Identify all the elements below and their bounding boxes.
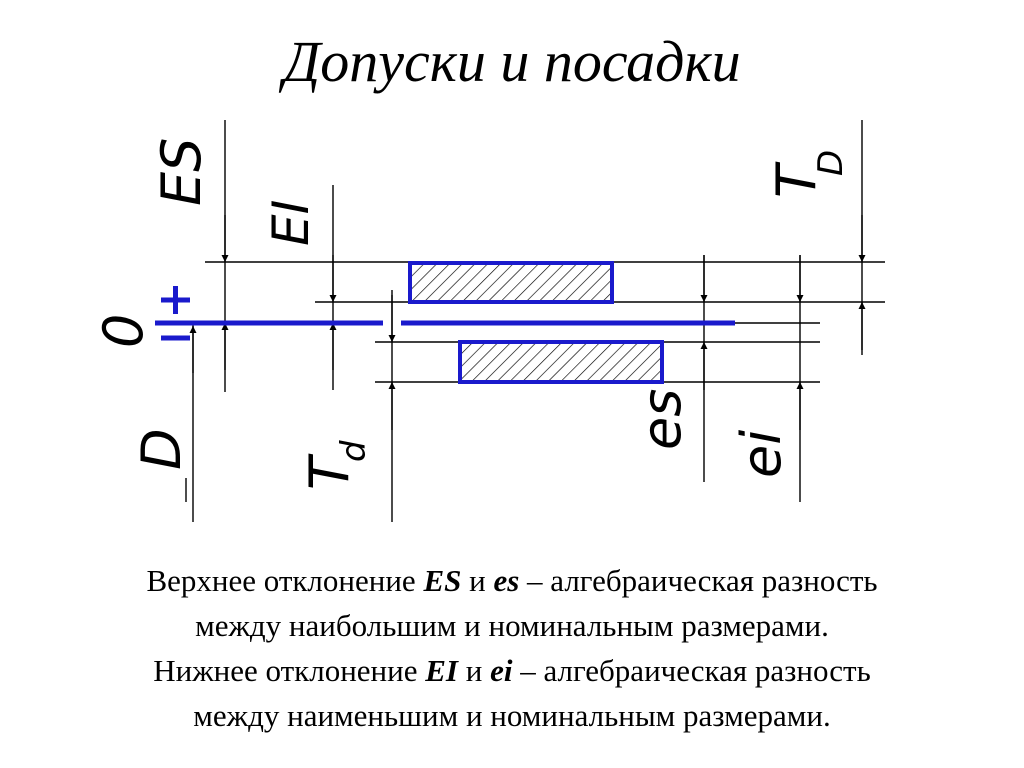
label-D: D	[130, 428, 193, 470]
label-TD-sub: D	[811, 150, 851, 176]
label-TD-T: T	[765, 161, 828, 198]
description-line-2: между наибольшим и номинальным размерами…	[195, 608, 829, 643]
label-Td-T: T	[298, 453, 361, 490]
description-line-1: Верхнее отклонение ES и es – алгебраичес…	[0, 558, 1024, 603]
page-title: Допуски и посадки	[283, 29, 741, 94]
text-and-2: и	[458, 653, 491, 688]
text-algebraic-difference-2: – алгебраическая разность	[512, 653, 871, 688]
hole-tolerance-zone	[408, 261, 614, 304]
term-ES: ES	[423, 563, 462, 598]
text-upper-deviation: Верхнее отклонение	[146, 563, 424, 598]
term-es: es	[493, 563, 520, 598]
description-line-3: Нижнее отклонение EI и ei – алгебраическ…	[0, 648, 1024, 693]
description-line-4: между наименьшим и номинальным размерами…	[193, 698, 831, 733]
plus-sign	[161, 286, 190, 314]
term-ei: ei	[490, 653, 513, 688]
label-es: es	[630, 389, 693, 450]
text-algebraic-difference: – алгебраическая разность	[519, 563, 878, 598]
shaft-tolerance-zone	[458, 340, 664, 384]
label-zero: 0	[92, 314, 155, 348]
term-EI: EI	[425, 653, 458, 688]
dimension-arrows	[189, 215, 866, 430]
label-ES: ES	[150, 138, 213, 206]
text-and: и	[461, 563, 494, 598]
label-EI: EI	[262, 200, 320, 246]
description: Верхнее отклонение ES и es – алгебраичес…	[0, 558, 1024, 738]
label-Td-sub: d	[334, 440, 374, 462]
label-ei: ei	[730, 430, 793, 478]
text-lower-deviation: Нижнее отклонение	[153, 653, 426, 688]
tolerance-diagram: ES EI 0 D T d es ei T D	[92, 120, 885, 522]
